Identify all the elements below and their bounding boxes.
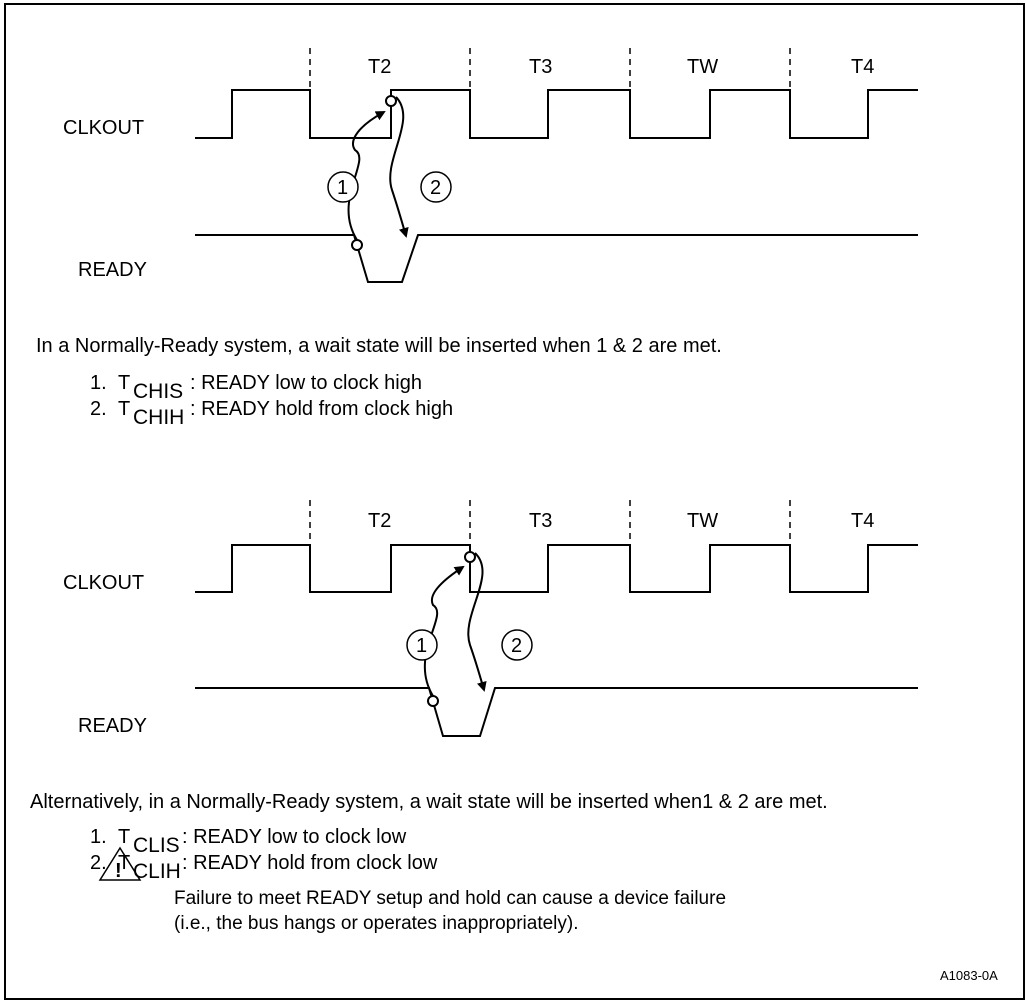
- state-label: T2: [368, 56, 391, 78]
- marker-2-label: 2: [430, 177, 441, 199]
- hold-arrow: [467, 552, 487, 692]
- list-description: : READY hold from clock high: [190, 398, 454, 420]
- marker-2-label: 2: [511, 635, 522, 657]
- state-label: T3: [529, 510, 552, 532]
- symbol-subscript: CLIH: [133, 860, 181, 883]
- state-label: T4: [851, 510, 874, 532]
- state-label: T4: [851, 56, 874, 78]
- state-label: TW: [687, 510, 718, 532]
- caption-2: Alternatively, in a Normally-Ready syste…: [30, 791, 828, 813]
- list-number: 2.: [90, 852, 107, 874]
- symbol-t: T: [118, 398, 131, 420]
- list-number: 2.: [90, 398, 107, 420]
- clkout-waveform: [195, 89, 918, 139]
- list-item: 2. T CLIH : READY hold from clock low: [90, 852, 690, 883]
- list-item: 1. T CHIS : READY low to clock high: [90, 372, 690, 403]
- ready-label: READY: [78, 715, 147, 737]
- ready-waveform: [195, 234, 918, 283]
- warning-line-2: (i.e., the bus hangs or operates inappro…: [174, 913, 579, 934]
- setup-arrow: [347, 111, 386, 241]
- setup-arrow: [423, 565, 465, 697]
- figure-frame: [4, 3, 1025, 1000]
- figure-id: A1083-0A: [940, 968, 998, 983]
- list-description: : READY low to clock low: [182, 826, 407, 848]
- symbol-subscript: CHIH: [133, 406, 185, 429]
- clkout-label: CLKOUT: [63, 572, 144, 594]
- timing-diagram-1: T2 T3 TW T4 CLKOUT READY 1 2: [63, 48, 918, 283]
- clkout-label: CLKOUT: [63, 117, 144, 139]
- marker-2: [420, 171, 452, 203]
- symbol-subscript: CLIS: [133, 834, 180, 857]
- warning-triangle-icon: !: [98, 846, 142, 882]
- symbol-t: T: [118, 852, 131, 874]
- warning-line-1: Failure to meet READY setup and hold can…: [174, 888, 727, 909]
- warning-symbol: !: [115, 860, 122, 882]
- marker-1-label: 1: [337, 177, 348, 199]
- timing-diagram-2: T2 T3 TW T4 CLKOUT READY 1 2: [63, 500, 918, 737]
- reference-point: [464, 551, 476, 563]
- state-label: TW: [687, 56, 718, 78]
- ready-waveform: [195, 687, 918, 737]
- symbol-t: T: [118, 372, 131, 394]
- list-item: 2. T CHIH : READY hold from clock high: [90, 398, 690, 429]
- state-label: T3: [529, 56, 552, 78]
- reference-point: [427, 695, 439, 707]
- reference-point: [385, 95, 397, 107]
- clkout-waveform: [195, 544, 918, 593]
- list-number: 1.: [90, 372, 107, 394]
- reference-point: [351, 239, 363, 251]
- marker-2: [501, 629, 533, 661]
- list-description: : READY hold from clock low: [182, 852, 438, 874]
- caption-1: In a Normally-Ready system, a wait state…: [36, 335, 722, 357]
- marker-1-label: 1: [416, 635, 427, 657]
- marker-1: [327, 171, 359, 203]
- symbol-subscript: CHIS: [133, 380, 184, 403]
- list-item: 1. T CLIS : READY low to clock low: [90, 826, 690, 857]
- state-label: T2: [368, 510, 391, 532]
- hold-arrow: [389, 96, 409, 238]
- ready-label: READY: [78, 259, 147, 281]
- marker-1: [406, 629, 438, 661]
- list-description: : READY low to clock high: [190, 372, 422, 394]
- symbol-t: T: [118, 826, 131, 848]
- list-number: 1.: [90, 826, 107, 848]
